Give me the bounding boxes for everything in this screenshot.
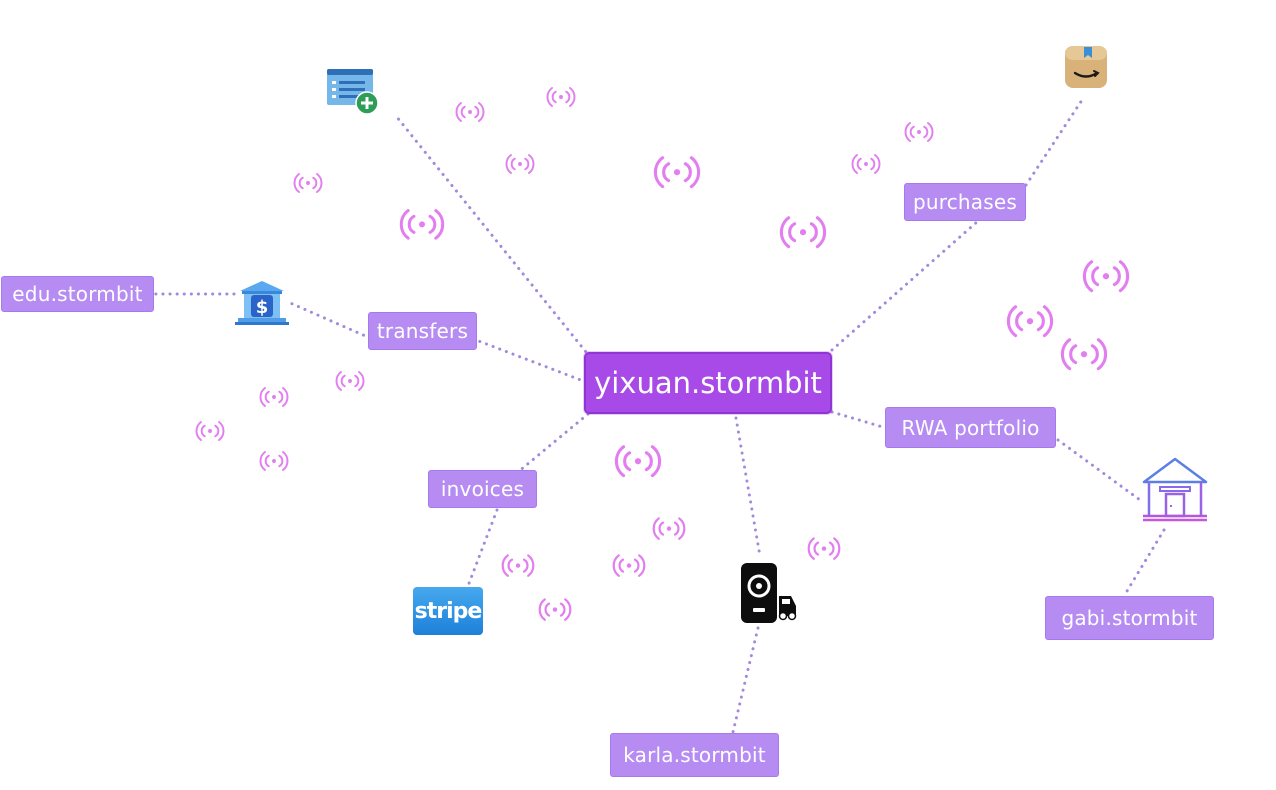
svg-text:$: $ [256, 297, 269, 318]
connector-invoices-stripe [466, 508, 499, 588]
node-karla-stormbit[interactable]: karla.stormbit [610, 733, 779, 777]
connector-charger-karla [731, 626, 760, 734]
wireless-signal-icon [399, 208, 445, 240]
connector-center-invoices [516, 412, 590, 474]
connector-rwa-house [1056, 438, 1142, 502]
wireless-signal-icon [195, 421, 225, 441]
connector-center-rwa [830, 410, 888, 430]
node-purchases[interactable]: purchases [904, 183, 1026, 221]
wireless-signal-icon [1060, 338, 1108, 370]
bank-icon: $ [235, 281, 289, 325]
wireless-signal-icon [546, 87, 576, 107]
connector-center-purchases [830, 219, 980, 352]
center-node-yixuan[interactable]: yixuan.stormbit [584, 352, 832, 414]
node-invoices[interactable]: invoices [428, 470, 537, 508]
wireless-signal-icon [1082, 260, 1130, 292]
ev-charger-icon [741, 563, 797, 623]
stripe-icon-text: stripe [414, 598, 483, 624]
connector-house-gabi [1122, 528, 1166, 598]
node-transfers[interactable]: transfers [368, 312, 477, 350]
wireless-signal-icon [501, 554, 535, 578]
house-icon [1142, 457, 1208, 522]
wireless-signal-icon [538, 598, 572, 622]
wireless-signal-icon [455, 102, 485, 122]
node-edu-stormbit[interactable]: edu.stormbit [1, 276, 154, 312]
node-gabi-stormbit[interactable]: gabi.stormbit [1045, 596, 1214, 640]
wireless-signal-icon [259, 451, 289, 471]
connector-purchases-amazon [1024, 95, 1086, 187]
amazon-icon [1065, 46, 1107, 88]
wireless-signal-icon [505, 154, 535, 174]
connector-transfers-bank [286, 300, 372, 340]
node-rwa-portfolio[interactable]: RWA portfolio [885, 407, 1056, 448]
wireless-signal-icon [259, 387, 289, 407]
wireless-signal-icon [335, 371, 365, 391]
connector-center-transfers [474, 338, 588, 384]
wireless-signal-icon [653, 156, 701, 188]
wireless-signal-icon [614, 445, 662, 477]
wireless-signal-icon [851, 154, 881, 174]
wireless-signal-icon [904, 122, 934, 142]
stripe-icon: stripe [413, 587, 483, 635]
wireless-signal-icon [652, 517, 686, 541]
wireless-signal-icon [293, 173, 323, 193]
wireless-signal-icon [807, 537, 841, 561]
wireless-signal-icon [612, 554, 646, 578]
connector-center-charger [734, 416, 762, 558]
wireless-signal-icon [779, 216, 827, 248]
wireless-signal-icon [1006, 305, 1054, 337]
form-add-icon [327, 69, 379, 115]
